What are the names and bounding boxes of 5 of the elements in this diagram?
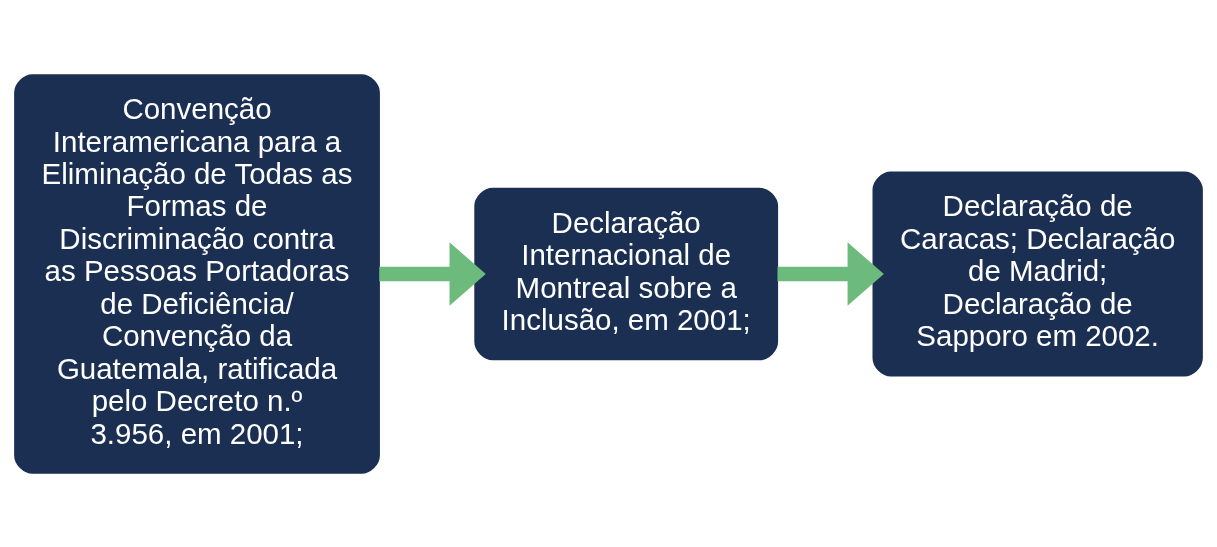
node-box: Declaração de Caracas; Declaração de Madrid; Declaração de Sapporo em 2002. <box>872 171 1203 376</box>
arrow <box>777 241 884 306</box>
node-box: Declaração Internacional de Montreal sobre a Inclusão, em 2001; <box>474 187 779 360</box>
node-box: Convenção Interamericana para a Eliminação de Todas as Formas de Discriminação contra as Pessoas Portadoras de Deficiência/ Convenção da Guatemala, ratificada pelo Decreto n.º 3.956, em 2001; <box>14 73 380 474</box>
arrow <box>379 241 486 306</box>
